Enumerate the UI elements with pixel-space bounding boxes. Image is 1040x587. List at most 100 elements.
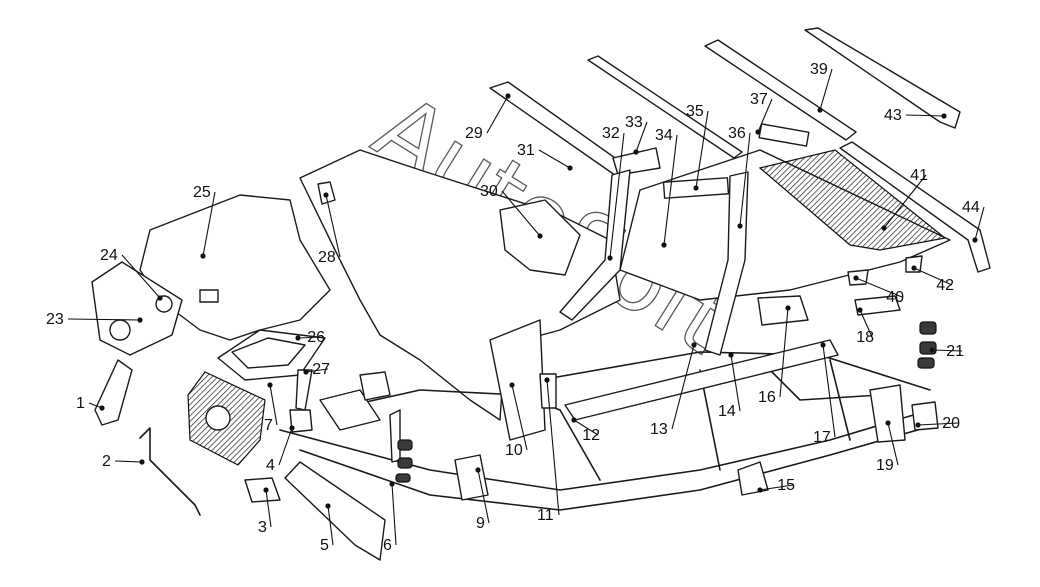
- leader-line: [759, 484, 794, 491]
- leader-line: [278, 427, 293, 466]
- leader-line: [883, 174, 927, 229]
- small-brackets: [244, 255, 939, 503]
- callout-11: 11: [537, 377, 560, 524]
- leader-line: [974, 206, 985, 241]
- leader-line: [730, 354, 741, 412]
- callout-4: 4: [266, 425, 295, 474]
- leader-dot: [295, 335, 301, 341]
- leader-line: [477, 469, 490, 524]
- rear-floor: [612, 123, 951, 301]
- leader-dot: [817, 107, 823, 113]
- leader-line: [663, 134, 678, 246]
- callout-number: 2: [102, 453, 111, 470]
- leader-dot: [267, 382, 273, 388]
- leader-dot: [728, 352, 734, 358]
- leader-dot: [737, 223, 743, 229]
- callout-number: 12: [582, 427, 600, 444]
- leader-line: [931, 349, 963, 352]
- callout-39: 39: [810, 61, 833, 113]
- callout-9: 9: [475, 467, 490, 532]
- leader-line: [486, 95, 509, 134]
- callout-number: 17: [813, 429, 831, 446]
- leader-dot: [785, 305, 791, 311]
- callout-number: 32: [602, 125, 620, 142]
- leader-dot: [389, 481, 395, 487]
- leader-line: [114, 460, 143, 463]
- leader-dot: [323, 192, 329, 198]
- leader-dot: [544, 377, 550, 383]
- leader-dot: [881, 225, 887, 231]
- leader-line: [757, 98, 773, 133]
- callout-26: 26: [295, 329, 325, 346]
- leader-line: [779, 307, 789, 398]
- callout-number: 24: [100, 247, 118, 264]
- callout-number: 37: [750, 91, 768, 108]
- callout-number: 20: [942, 415, 960, 432]
- callout-25: 25: [193, 184, 216, 259]
- callout-number: 33: [625, 114, 643, 131]
- callout-number: 11: [537, 507, 554, 524]
- callout-number: 3: [258, 519, 267, 536]
- callout-number: 4: [266, 457, 275, 474]
- callout-number: 31: [517, 142, 535, 159]
- leader-dot: [929, 347, 935, 353]
- callout-1: 1: [76, 395, 105, 412]
- leader-line: [739, 132, 751, 227]
- leader-line: [297, 336, 324, 339]
- callout-35: 35: [686, 103, 709, 191]
- b-pillars: [559, 169, 749, 356]
- leader-line: [391, 483, 397, 546]
- callout-number: 5: [320, 537, 329, 554]
- callout-33: 33: [625, 114, 648, 155]
- leader-dot: [325, 503, 331, 509]
- callout-number: 27: [312, 361, 330, 378]
- leader-line: [913, 267, 953, 286]
- roof-rails: [489, 27, 991, 273]
- leader-line: [887, 422, 899, 466]
- leader-line: [501, 190, 541, 237]
- leader-line: [202, 191, 216, 257]
- callout-13: 13: [650, 342, 697, 438]
- leader-line: [305, 368, 329, 373]
- leader-line: [635, 121, 648, 153]
- bushings: [395, 321, 937, 483]
- callout-number: 7: [264, 417, 273, 434]
- leader-dot: [633, 149, 639, 155]
- leader-dot: [911, 265, 917, 271]
- callout-36: 36: [728, 125, 751, 229]
- callout-number: 43: [884, 107, 902, 124]
- leader-dot: [99, 405, 105, 411]
- leader-dot: [289, 425, 295, 431]
- callout-number: 14: [718, 403, 736, 420]
- callout-number: 16: [758, 389, 776, 406]
- callout-43: 43: [884, 107, 947, 124]
- callout-2: 2: [102, 453, 145, 470]
- callout-number: 18: [856, 329, 874, 346]
- leader-dot: [885, 420, 891, 426]
- leader-dot: [915, 422, 921, 428]
- leader-dot: [505, 93, 511, 99]
- callout-number: 10: [505, 442, 523, 459]
- callout-number: 34: [655, 127, 673, 144]
- callout-number: 23: [46, 311, 64, 328]
- callout-23: 23: [46, 311, 143, 328]
- leader-dot: [509, 382, 515, 388]
- leader-line: [609, 132, 625, 259]
- leader-line: [671, 344, 695, 430]
- callout-28: 28: [318, 192, 341, 266]
- callout-number: 29: [465, 125, 483, 142]
- leader-dot: [571, 417, 577, 423]
- callout-number: 44: [962, 199, 980, 216]
- callout-16: 16: [758, 305, 791, 406]
- callout-number: 6: [383, 537, 392, 554]
- callout-number: 25: [193, 184, 211, 201]
- leader-line: [917, 422, 959, 426]
- leader-line: [546, 379, 560, 516]
- leader-line: [819, 68, 833, 111]
- callout-18: 18: [856, 307, 874, 346]
- callout-number: 19: [876, 457, 894, 474]
- callout-27: 27: [303, 361, 330, 378]
- leader-dot: [820, 342, 826, 348]
